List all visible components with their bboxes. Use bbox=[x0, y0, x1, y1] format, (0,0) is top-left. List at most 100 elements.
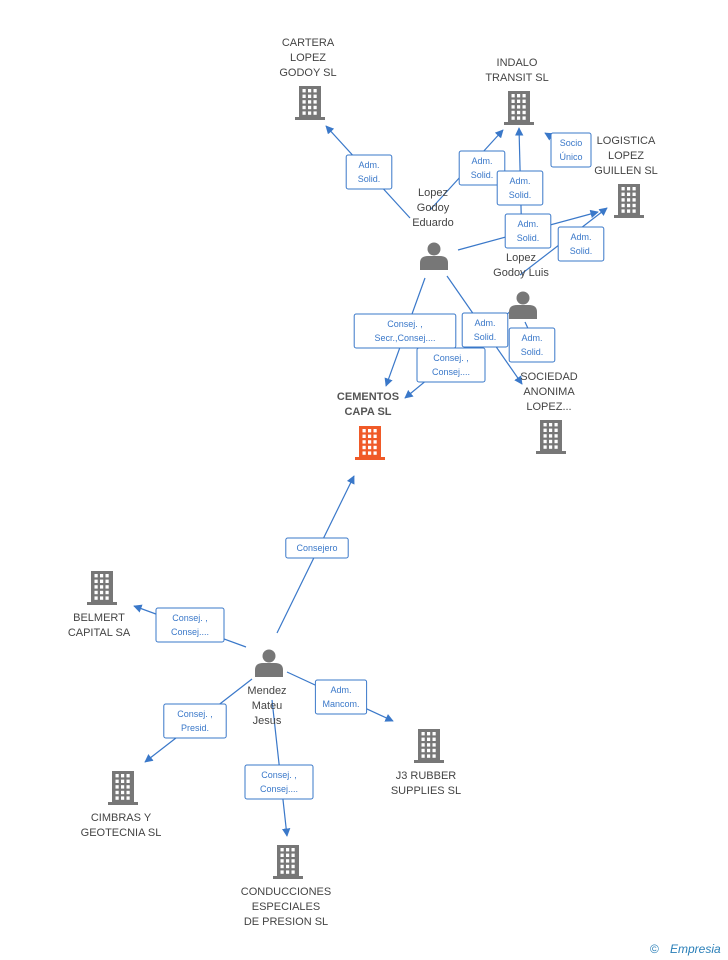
building-icon bbox=[87, 571, 117, 605]
edge-label-text: Consejero bbox=[296, 543, 337, 553]
node-label: SOCIEDAD bbox=[520, 371, 578, 383]
edge-label-luis-cementos[interactable]: Consej. ,Consej.... bbox=[416, 347, 486, 383]
edge-label-text: Consej.... bbox=[432, 367, 470, 377]
edge-label-text: Adm. bbox=[517, 219, 538, 229]
edge-label-box bbox=[416, 347, 486, 383]
edge-label-text: Presid. bbox=[181, 723, 209, 733]
edge-label-text: Consej. , bbox=[172, 613, 208, 623]
edge-label-box bbox=[314, 679, 368, 715]
node-label: CAPA SL bbox=[344, 406, 391, 418]
edge-label-text: Socio bbox=[560, 138, 583, 148]
edge-label-box bbox=[155, 607, 225, 643]
edge-label-box bbox=[461, 312, 509, 348]
edge-label-mendez-cimbras[interactable]: Consej. , Presid. bbox=[163, 703, 227, 739]
person-icon bbox=[420, 242, 448, 270]
edge-label-box bbox=[508, 327, 556, 363]
edge-label-eduardo-logistica[interactable]: Adm. Solid. bbox=[504, 213, 552, 249]
edge-label-text: Secr.,Consej.... bbox=[374, 333, 435, 343]
edge-label-text: Solid. bbox=[474, 332, 497, 342]
node-conducciones[interactable]: CONDUCCIONES ESPECIALES DE PRESION SL bbox=[241, 845, 331, 928]
footer-logo: © Empresia bbox=[650, 942, 721, 956]
edge-label-text: Adm. bbox=[471, 156, 492, 166]
edge-label-mendez-cementos[interactable]: Consejero bbox=[285, 537, 349, 559]
edge-label-text: Solid. bbox=[509, 190, 532, 200]
node-label: Jesus bbox=[253, 715, 282, 727]
edge-label-text: Solid. bbox=[517, 233, 540, 243]
node-label: TRANSIT SL bbox=[485, 72, 548, 84]
building-icon bbox=[614, 184, 644, 218]
edge-label-text: Consej. , bbox=[261, 770, 297, 780]
edge-label-luis-sociedad[interactable]: Adm.Solid. bbox=[508, 327, 556, 363]
building-icon bbox=[273, 845, 303, 879]
node-j3[interactable]: J3 RUBBER SUPPLIES SL bbox=[391, 729, 461, 797]
edge-label-box bbox=[163, 703, 227, 739]
edge-label-text: Solid. bbox=[358, 174, 381, 184]
edge-label-box bbox=[244, 764, 314, 800]
edge-label-box bbox=[345, 154, 393, 190]
node-label: LOGISTICA bbox=[597, 135, 656, 147]
edge-label-eduardo-indalo[interactable]: Adm. Solid. bbox=[458, 150, 506, 186]
edge-label-text: Solid. bbox=[471, 170, 494, 180]
edge-label-text: Adm. bbox=[570, 232, 591, 242]
person-icon bbox=[509, 291, 537, 319]
edge-label-text: Adm. bbox=[330, 685, 351, 695]
node-sociedad[interactable]: SOCIEDAD ANONIMA LOPEZ... bbox=[520, 371, 578, 454]
edge-label-text: Único bbox=[559, 152, 582, 162]
node-label: ANONIMA bbox=[523, 386, 575, 398]
building-icon bbox=[355, 426, 385, 460]
edge-label-mendez-conducciones[interactable]: Consej. , Consej.... bbox=[244, 764, 314, 800]
edge-label-text: Consej. , bbox=[177, 709, 213, 719]
node-logistica[interactable]: LOGISTICA LOPEZ GUILLEN SL bbox=[594, 135, 658, 218]
node-label: Lopez bbox=[418, 187, 448, 199]
edge-label-text: Solid. bbox=[570, 246, 593, 256]
edge-label-box bbox=[353, 313, 457, 349]
edge-label-box bbox=[458, 150, 506, 186]
edge-label-text: Mancom. bbox=[322, 699, 359, 709]
node-label: CARTERA bbox=[282, 37, 335, 49]
edge-labels-layer: Adm. Solid. Adm. Solid. Adm. Solid. SocioÚnico… bbox=[155, 132, 605, 800]
building-icon bbox=[108, 771, 138, 805]
node-label: SUPPLIES SL bbox=[391, 785, 461, 797]
edge-label-mendez-belmert[interactable]: Consej. , Consej.... bbox=[155, 607, 225, 643]
node-label: GUILLEN SL bbox=[594, 165, 658, 177]
edge-label-mendez-j3[interactable]: Adm. Mancom. bbox=[314, 679, 368, 715]
edge-label-luis-logistica[interactable]: Adm. Solid. bbox=[557, 226, 605, 262]
edge-label-text: Consej. , bbox=[387, 319, 423, 329]
building-icon bbox=[536, 420, 566, 454]
building-icon bbox=[414, 729, 444, 763]
node-label: BELMERT bbox=[73, 612, 125, 624]
node-label: Eduardo bbox=[412, 217, 454, 229]
node-label: J3 RUBBER bbox=[396, 770, 457, 782]
node-label: GEOTECNIA SL bbox=[81, 827, 162, 839]
node-label: CONDUCCIONES bbox=[241, 886, 331, 898]
node-label: Mendez bbox=[247, 685, 286, 697]
edge-label-luis-indalo[interactable]: Adm. Solid. bbox=[496, 170, 544, 206]
node-cimbras[interactable]: CIMBRAS Y GEOTECNIA SL bbox=[81, 771, 162, 839]
node-label: CIMBRAS Y bbox=[91, 812, 152, 824]
building-icon bbox=[504, 91, 534, 125]
node-label: LOPEZ bbox=[608, 150, 644, 162]
edge-label-box bbox=[550, 132, 592, 168]
edge-label-text: Consej.... bbox=[171, 627, 209, 637]
edge-label-eduardo-sociedad[interactable]: Adm.Solid. bbox=[461, 312, 509, 348]
edge-label-text: Adm. bbox=[358, 160, 379, 170]
edge-label-text: Adm. bbox=[509, 176, 530, 186]
edge-label-eduardo-cartera[interactable]: Adm. Solid. bbox=[345, 154, 393, 190]
node-label: DE PRESION SL bbox=[244, 916, 328, 928]
edge-label-eduardo-cementos[interactable]: Consej. , Secr.,Consej.... bbox=[353, 313, 457, 349]
edge-label-box bbox=[557, 226, 605, 262]
edge-label-text: Adm. bbox=[521, 333, 542, 343]
edge-label-text: Consej.... bbox=[260, 784, 298, 794]
node-label: ESPECIALES bbox=[252, 901, 320, 913]
node-label: LOPEZ... bbox=[526, 401, 571, 413]
